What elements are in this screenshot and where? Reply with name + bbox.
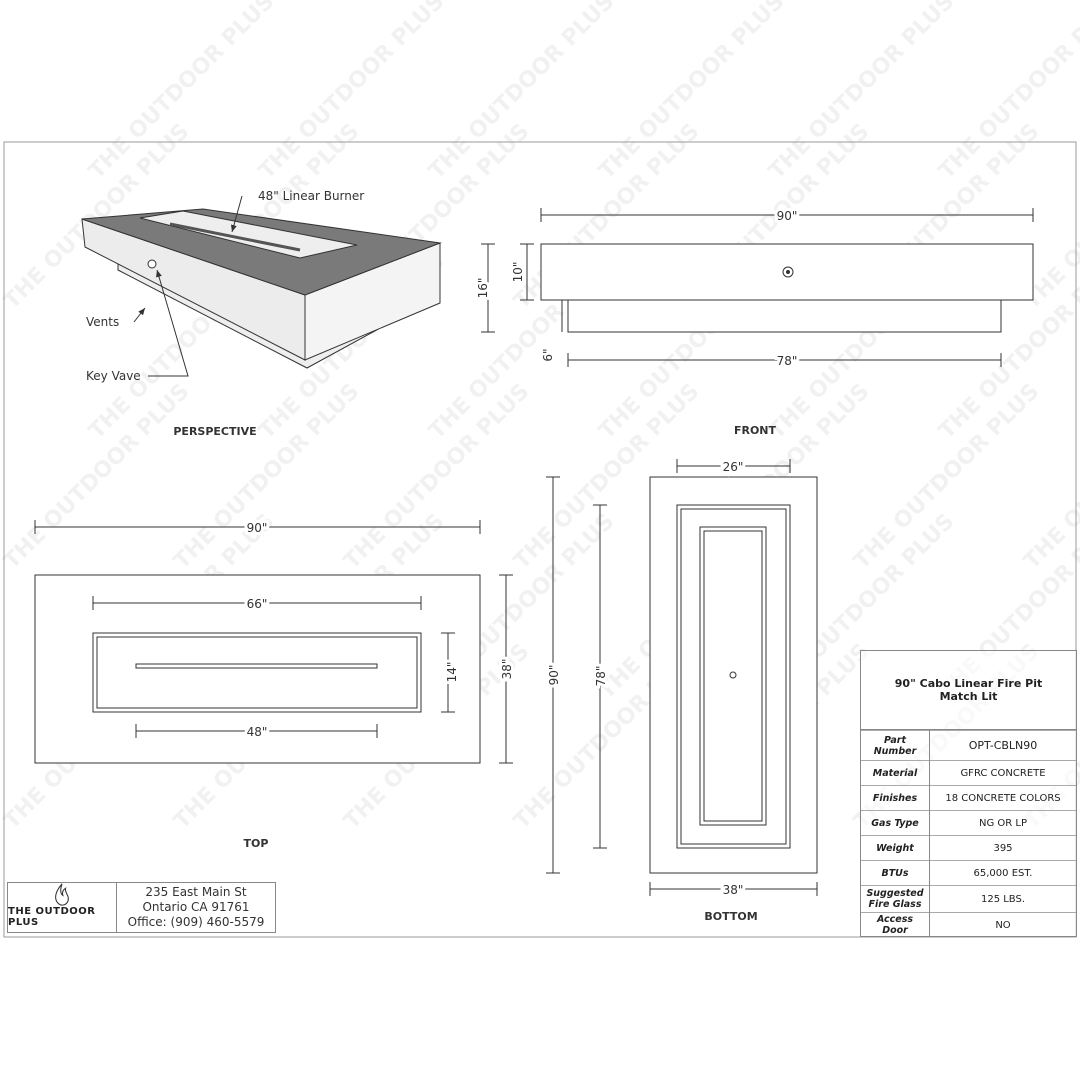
- top-depth-dim: 38": [500, 659, 514, 680]
- watermark-text: THE OUTDOOR PLUS: [0, 379, 194, 574]
- spec-key: BTUs: [861, 860, 930, 886]
- watermark-text: THE OUTDOOR PLUS: [849, 379, 1044, 574]
- flame-icon: [55, 883, 69, 906]
- top-burner: [135, 663, 378, 669]
- vents-callout: Vents: [86, 315, 119, 329]
- spec-title: 90" Cabo Linear Fire Pit Match Lit: [861, 651, 1076, 730]
- spec-key: Suggested Fire Glass: [861, 885, 930, 913]
- burner-callout: 48" Linear Burner: [258, 189, 364, 203]
- front-top-height-dim: 10": [511, 262, 525, 283]
- top-view: [34, 520, 513, 764]
- spec-key: Finishes: [861, 785, 930, 811]
- bottom-hole-icon: [729, 671, 737, 679]
- perspective-top-face: [81, 208, 442, 296]
- address-line2: Ontario CA 91761: [142, 900, 250, 914]
- spec-value: 395: [929, 835, 1076, 861]
- spec-value: OPT-CBLN90: [929, 730, 1076, 761]
- perspective-label: PERSPECTIVE: [173, 425, 256, 438]
- top-opening-width-dim: 66": [247, 597, 268, 611]
- spec-value: GFRC CONCRETE: [929, 760, 1076, 786]
- key-valve-icon: [147, 259, 157, 269]
- key-valve-leader: [148, 269, 189, 377]
- perspective-view: [81, 195, 442, 377]
- sheet-frame: [3, 141, 1077, 938]
- top-burner-dim: 48": [247, 725, 268, 739]
- spec-table: 90" Cabo Linear Fire Pit Match Lit Part …: [860, 650, 1077, 937]
- spec-value: NG OR LP: [929, 810, 1076, 836]
- spec-key: Material: [861, 760, 930, 786]
- spec-key: Gas Type: [861, 810, 930, 836]
- watermark-text: THE OUTDOOR PLUS: [339, 379, 534, 574]
- bottom-width-dim: 38": [723, 883, 744, 897]
- bottom-inner-length-dim: 78": [594, 666, 608, 687]
- company-logo: THE OUTDOOR PLUS: [8, 883, 117, 932]
- watermark-text: THE OUTDOOR PLUS: [169, 379, 364, 574]
- vents-leader: [133, 307, 146, 323]
- burner-leader: [230, 195, 243, 233]
- bottom-dimensions: 26" 90" 78" 38": [544, 457, 746, 900]
- office-phone: Office: (909) 460-5579: [127, 915, 265, 929]
- spec-value: NO: [929, 912, 1076, 937]
- company-logo-text: THE OUTDOOR PLUS: [8, 906, 96, 928]
- front-label: FRONT: [734, 424, 777, 437]
- bottom-inner-width-dim: 26": [723, 460, 744, 474]
- top-opening-depth-dim: 14": [445, 662, 459, 683]
- front-base: [567, 299, 1002, 333]
- watermark-text: THE OUTDOOR PLUS: [254, 0, 449, 184]
- spec-key: Weight: [861, 835, 930, 861]
- watermark-text: THE OUTDOOR PLUS: [84, 0, 279, 184]
- top-label: TOP: [244, 837, 269, 850]
- top-opening-outer: [92, 632, 422, 713]
- front-base-height-dim: 6": [541, 348, 555, 361]
- watermark-text: THE OUTDOOR PLUS: [594, 0, 789, 184]
- company-info-box: THE OUTDOOR PLUS 235 East Main St Ontari…: [7, 882, 276, 933]
- front-view: [481, 208, 1034, 367]
- perspective-opening: [139, 210, 358, 259]
- bottom-recess-inner: [703, 530, 763, 822]
- watermark-text: THE OUTDOOR PLUS: [764, 0, 959, 184]
- address-line1: 235 East Main St: [145, 885, 247, 899]
- bottom-recess-outer: [699, 526, 767, 826]
- bottom-label: BOTTOM: [704, 910, 757, 923]
- top-body: [34, 574, 481, 764]
- spec-key: Part Number: [861, 730, 930, 761]
- spec-key: Access Door: [861, 912, 930, 937]
- spec-title-line1: 90" Cabo Linear Fire Pit: [894, 677, 1043, 690]
- bottom-body: [649, 476, 818, 874]
- top-dimensions: 90" 66" 48" 14" 38": [244, 518, 517, 742]
- front-width-dim: 90": [777, 209, 798, 223]
- bottom-view: [546, 459, 818, 896]
- watermark-text: THE OUTDOOR PLUS: [424, 0, 619, 184]
- front-height-dim: 16": [476, 278, 490, 299]
- top-width-dim: 90": [247, 521, 268, 535]
- bottom-base-outer: [676, 504, 791, 849]
- spec-title-line2: Match Lit: [939, 690, 998, 703]
- front-base-width-dim: 78": [777, 354, 798, 368]
- bottom-length-dim: 90": [547, 665, 561, 686]
- bottom-base-inner: [680, 508, 787, 845]
- perspective-burner: [169, 222, 301, 252]
- front-dimensions: 90" 16" 10" 6" 78": [473, 206, 800, 371]
- key-valve-callout: Key Vave: [86, 369, 141, 383]
- spec-value: 65,000 EST.: [929, 860, 1076, 886]
- spec-value: 125 LBS.: [929, 885, 1076, 913]
- top-opening-inner: [96, 636, 418, 709]
- spec-value: 18 CONCRETE COLORS: [929, 785, 1076, 811]
